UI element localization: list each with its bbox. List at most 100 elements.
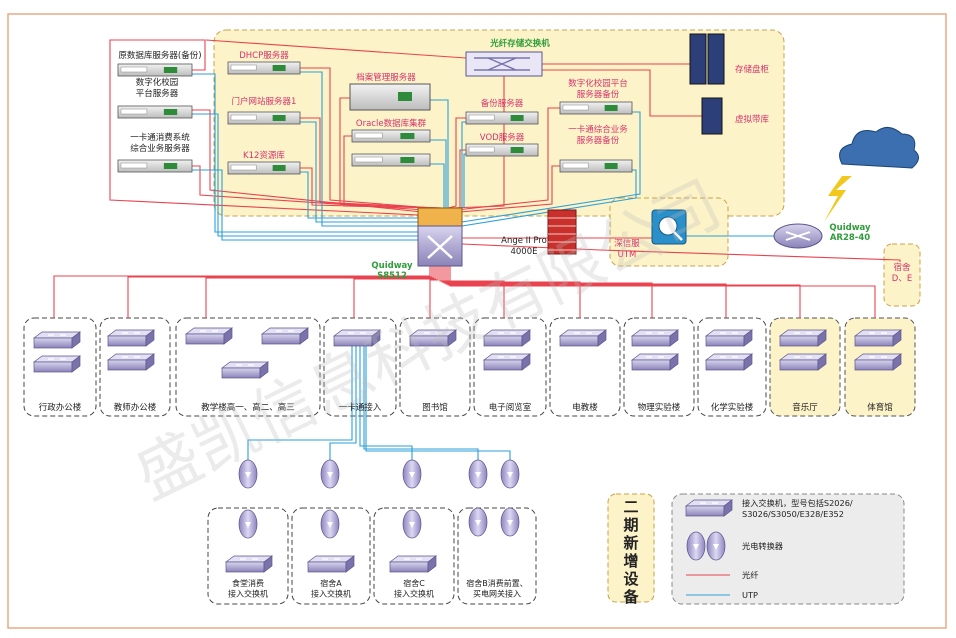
srv-campus-platform-bay [120,108,148,115]
srv-campus-platform-label: 数字化校园平台服务器 [136,77,179,99]
zone-building-8 [623,317,695,417]
utp-access-4-1 [363,346,479,460]
fiber-building-5 [429,266,439,318]
phase2-box [607,493,655,603]
srv-backup-bay [468,114,495,121]
access-2-switch-side [345,555,355,573]
srv-oracle-label: Oracle数据库集群 [356,118,427,129]
srv-campus-bak-bay [562,104,589,111]
access-1-converter-1-mark [245,472,251,478]
cloud-shape [839,127,919,169]
srv-vod-bay [468,146,495,153]
srv-vod-led [510,147,524,153]
zone-building-9 [697,317,767,417]
virtual-tape-label: 虚拟带库 [735,114,770,125]
access-4-converter-2-mark [507,472,513,478]
srv-oracle-2 [351,153,431,167]
srv-archive-led [398,92,412,101]
building-5-switch-1-side [447,329,457,347]
srv-oracle-1-bay [354,132,383,139]
building-8-switch-1 [630,329,680,347]
srv-campus-bak-label: 数字化校园平台服务器备份 [568,78,628,100]
legend-utp-label: UTP [742,590,758,600]
srv-card-biz-led [163,163,178,169]
srv-backup [465,111,539,125]
srv-k12-label: K12资源库 [243,150,285,161]
utp-server-link-2 [192,113,418,237]
fc-switch-mark [474,57,530,71]
building-6-switch-2-front [483,359,523,371]
zone-access-3 [373,507,455,605]
building-11-switch-2-side [892,353,902,371]
utp-server-link-1 [192,73,418,233]
firewall-body [547,209,577,255]
legend-box [671,493,905,605]
fiber-server-link-1 [109,39,419,216]
building-2-switch-1-front [107,335,147,347]
router-arrows [785,231,811,241]
building-8-switch-2 [630,353,680,371]
srv-k12 [227,161,301,175]
srv-portal-label: 门户网站服务器1 [232,96,297,107]
access-label-4: 宿舍B消费前置、买电网关接入 [466,578,528,599]
storage-rack-2 [707,33,725,85]
building-label-1: 行政办公楼 [39,402,82,413]
storage-cabinet [689,33,725,85]
building-8-switch-2-front [631,359,671,371]
building-11-switch-2 [853,353,903,371]
building-3-switch-2-front [261,333,301,345]
building-3-switch-2-side [299,327,309,345]
access-3-converter-2-mark [409,522,415,528]
srv-portal [227,111,301,125]
building-1-switch-1-side [71,331,81,349]
building-7-switch-1-side [597,329,607,347]
building-2-switch-1-side [145,329,155,347]
fc-switch-label: 光纤存储交换机 [489,38,550,49]
building-label-4: 一卡通接入 [339,402,382,413]
zone-building-6 [473,317,547,417]
fiber-building-4 [353,266,437,318]
building-11-switch-1 [853,329,903,347]
srv-dhcp [227,61,301,75]
srv-db-backup-bay [120,66,148,73]
building-10-switch-1-side [817,329,827,347]
srv-dhcp-bay [230,64,257,71]
access-2-converter-1-mark [327,472,333,478]
fiber-server-link-15 [542,69,702,117]
legend-switch-icon [684,499,734,517]
fiber-building-3 [205,266,435,318]
utp-access-4-2 [365,346,511,460]
building-label-5: 图书馆 [422,402,448,413]
access-1-switch-front [225,561,265,573]
building-3-switch-3-front [221,367,261,379]
building-7-switch-1 [558,329,608,347]
srv-campus-platform-led [163,109,178,115]
srv-oracle-2-led [400,157,415,163]
access-1-switch-side [263,555,273,573]
access-label-1: 食堂消费接入交换机 [228,578,268,599]
fiber-building-9 [445,266,727,318]
access-2-converter-2 [320,509,340,539]
access-4-converter-3-mark [475,520,481,526]
zone-building-1 [23,317,97,417]
legend-converter-icon-2-mark [713,544,719,550]
srv-card-bak [559,159,633,173]
fiber-server-link-11 [455,107,560,211]
building-8-switch-1-side [669,329,679,347]
utp-access-3-1 [359,346,413,460]
building-3-switch-3 [220,361,270,379]
zone-access-1 [207,507,289,605]
storage-cabinet-label: 存储盘柜 [735,64,770,75]
building-11-switch-2-front [854,359,894,371]
building-2-switch-2-side [145,353,155,371]
building-10-switch-1-front [779,335,819,347]
srv-archive-body [349,83,431,111]
building-label-11: 体育馆 [867,402,893,413]
internet-cloud [824,127,919,222]
srv-archive-label: 档案管理服务器 [356,72,416,83]
zone-access-2 [291,507,371,605]
legend-converter-label: 光电转换器 [742,541,783,551]
